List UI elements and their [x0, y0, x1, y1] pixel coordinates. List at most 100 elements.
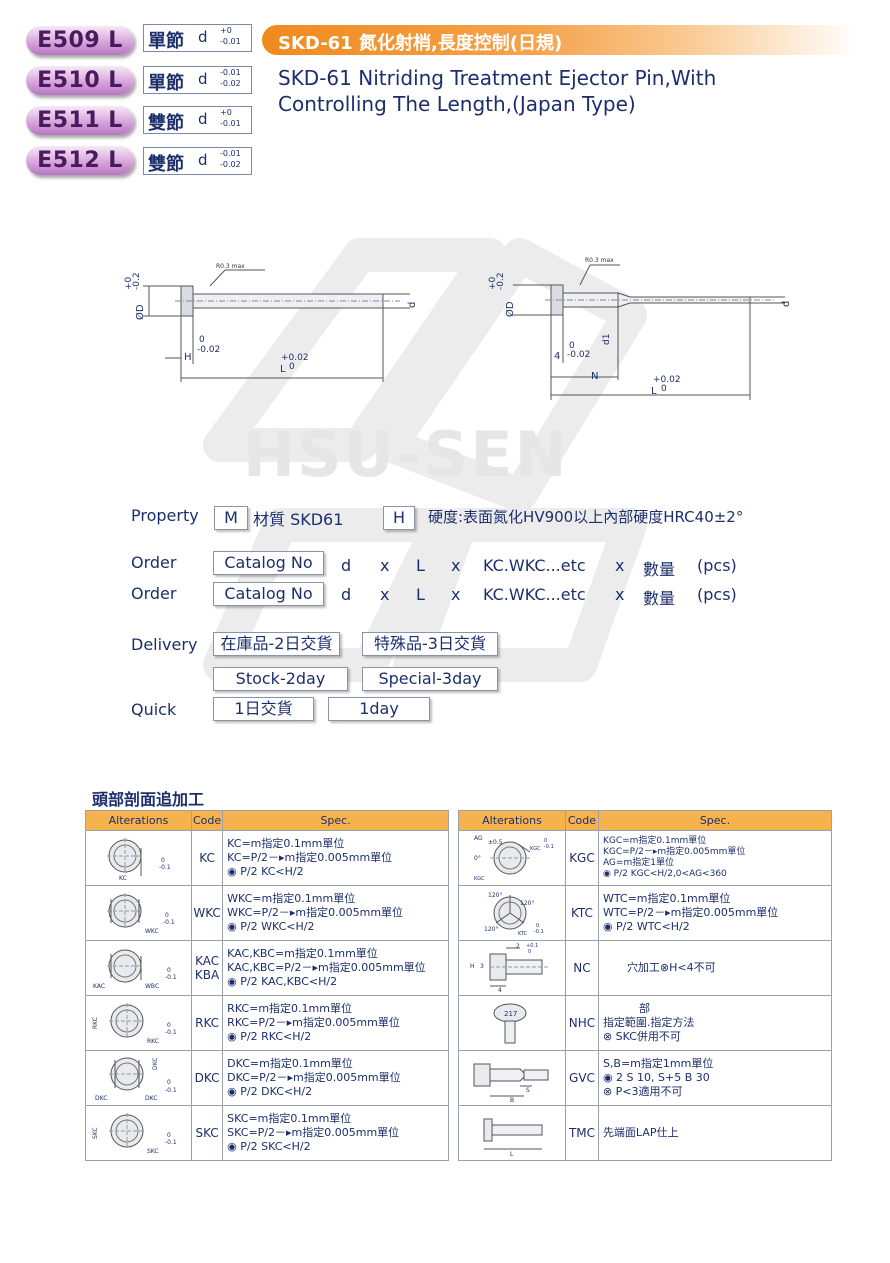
part-code-badge: E510 L: [26, 66, 134, 95]
section-type: 單節: [148, 31, 184, 52]
diameter-symbol: d: [198, 70, 208, 88]
svg-text:217: 217: [504, 1010, 517, 1018]
delivery-label: Delivery: [131, 635, 198, 654]
svg-text:120°: 120°: [520, 900, 534, 907]
table-row: 120° 120° 120° KTC 0 -0.1 KTC WTC=m指定0.1…: [458, 885, 833, 941]
order-label: Order: [131, 553, 177, 572]
order-l: L: [416, 556, 425, 575]
svg-text:L: L: [510, 1151, 514, 1158]
svg-text:KGC: KGC: [474, 876, 485, 882]
table-row: L TMC 先端面LAP仕上: [458, 1105, 833, 1161]
svg-text:DKC: DKC: [145, 1095, 157, 1102]
part-spec-box: 單節 d +0 -0.01: [143, 24, 252, 52]
dim-head-diameter: ØD: [504, 301, 516, 317]
table-row: S B GVC S,B=m指定1mm單位 ◉ 2 S 10, S+5 B 30 …: [458, 1050, 833, 1106]
tolerance-upper: +0: [220, 26, 232, 35]
tolerance-upper: +0: [220, 108, 232, 117]
svg-text:-0.1: -0.1: [544, 844, 554, 850]
pointer-icon: ◉: [227, 1085, 237, 1098]
quick-label: Quick: [131, 700, 177, 719]
tolerance-lower: -0.01: [220, 119, 241, 128]
svg-text:0°: 0°: [474, 855, 481, 862]
pointer-icon: ◉: [227, 920, 237, 933]
diameter-symbol: d: [198, 151, 208, 169]
svg-text:±0.5: ±0.5: [488, 839, 503, 846]
quick-delivery-cn-box: 1日交貨: [213, 697, 314, 721]
part-spec-box: 單節 d -0.01 -0.02: [143, 66, 252, 94]
section-type: 單節: [148, 73, 184, 94]
pointer-icon: ◉: [227, 1140, 237, 1153]
hardness-text: 硬度:表面氮化HV900以上內部硬度HRC40±2°: [428, 508, 744, 526]
order-x: x: [451, 556, 461, 575]
svg-text:AG: AG: [474, 835, 483, 842]
svg-text:0: 0: [544, 838, 547, 844]
alteration-code: DKC: [190, 1050, 224, 1106]
special-delivery-en-box: Special-3day: [362, 667, 498, 691]
svg-text:0: 0: [528, 949, 531, 955]
svg-text:0: 0: [167, 1079, 171, 1086]
order-kc: KC.WKC...etc: [483, 556, 586, 575]
order-qty: 數量: [643, 589, 676, 608]
svg-text:-0.1: -0.1: [163, 919, 175, 926]
nc-head-section-figure: 2 +0.1 0 H 3 4: [470, 943, 550, 994]
head-tol-upper: 0: [199, 335, 205, 345]
svg-text:0: 0: [167, 967, 171, 974]
svg-text:B: B: [510, 1097, 514, 1104]
head-tol-upper: 0: [569, 341, 575, 351]
diameter-symbol: d: [198, 110, 208, 128]
part-code-badge: E509 L: [26, 26, 134, 55]
dim-pin-diameter: d: [781, 301, 792, 307]
column-header-code: Code: [565, 810, 599, 831]
material-code-box: M: [214, 506, 248, 530]
dim-head-height: 4: [554, 351, 560, 362]
alteration-spec: 部指定範圍.指定方法 ⊗ SKC併用不可: [597, 995, 833, 1051]
kgc-head-section-figure: AG ±0.5 0° KGC 0 -0.1 KGC: [474, 835, 554, 882]
alteration-code: NC: [565, 940, 599, 996]
dim-tolerance-upper: +0: [124, 276, 134, 290]
tolerance-upper: -0.01: [220, 68, 241, 77]
svg-text:3: 3: [480, 963, 484, 970]
svg-text:+0.1: +0.1: [526, 943, 538, 949]
chinese-title-bar: SKD-61 氮化射梢,長度控制(日規): [262, 25, 860, 55]
svg-text:-0.1: -0.1: [165, 1029, 177, 1036]
dim-step-diameter: d1: [602, 334, 612, 345]
order-d: d: [341, 585, 352, 604]
title-english-line1: SKD-61 Nitriding Treatment Ejector Pin,W…: [278, 66, 717, 90]
dim-tolerance-lower: -0.2: [496, 272, 506, 290]
radius-note: R0.3 max: [585, 257, 614, 264]
alteration-code: GVC: [565, 1050, 599, 1106]
table-row: 2 +0.1 0 H 3 4 NC 穴加工⊗H<4不可: [458, 940, 833, 996]
dim-length: L: [280, 364, 286, 375]
pointer-icon: ◉: [602, 920, 613, 933]
skc-head-section-figure: SKC SKC 0 -0.1: [92, 1113, 177, 1155]
pointer-icon: ◉: [227, 975, 237, 988]
part-code-badge: E512 L: [26, 146, 134, 175]
dkc-head-section-figure: DKC DKC DKC 0 -0.1: [95, 1057, 177, 1102]
order-qty: 數量: [643, 560, 676, 579]
svg-text:2: 2: [516, 943, 520, 950]
title-chinese: SKD-61 氮化射梢,長度控制(日規): [278, 33, 563, 54]
svg-text:DKC: DKC: [95, 1095, 107, 1102]
part-code-badge: E511 L: [26, 106, 134, 135]
hardness-code-box: H: [383, 506, 415, 530]
dim-head-height: H: [184, 352, 192, 363]
order-x: x: [380, 556, 390, 575]
section-type: 雙節: [148, 154, 184, 175]
svg-text:WKC: WKC: [145, 928, 159, 935]
column-header-alterations: Alterations: [458, 810, 566, 831]
order-label: Order: [131, 584, 177, 603]
alteration-spec: 先端面LAP仕上: [597, 1105, 833, 1161]
alterations-table-left: Alterations Code Spec. KC 0 -0.1 KC KC=m…: [85, 810, 449, 1161]
svg-text:S: S: [526, 1087, 530, 1094]
svg-text:KTC: KTC: [518, 931, 528, 937]
section-type: 雙節: [148, 113, 184, 134]
svg-text:0: 0: [167, 1022, 171, 1029]
svg-text:-0.1: -0.1: [165, 974, 177, 981]
svg-text:SKC: SKC: [92, 1127, 99, 1139]
